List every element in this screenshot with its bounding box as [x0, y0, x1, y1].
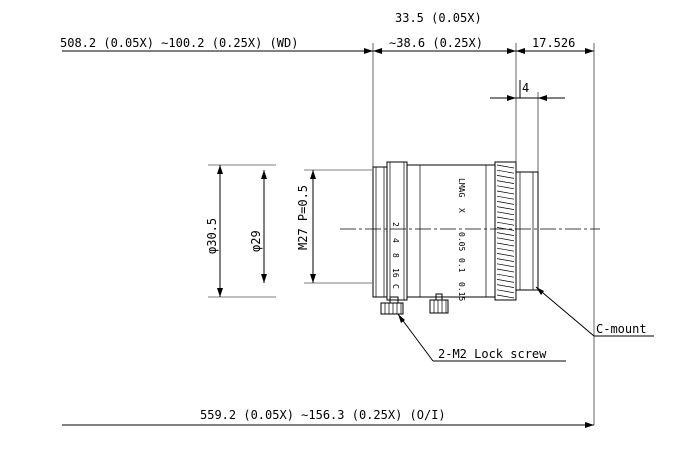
- id-label: φ29: [249, 230, 263, 252]
- magnification-scale-label: LMAG: [457, 178, 466, 197]
- knurl-line: [496, 175, 515, 179]
- knurl-line: [496, 253, 515, 257]
- knurl-line: [496, 247, 515, 252]
- c-mount-leader-arrow: [536, 287, 544, 295]
- id-arrow-top: [261, 170, 267, 179]
- lock-screw-label: 2-M2 Lock screw: [438, 347, 547, 361]
- c-mount-label: C-mount: [596, 322, 647, 336]
- knurl-line: [496, 279, 515, 283]
- magnification-scale-label: 0.05: [457, 232, 466, 251]
- knurl-line: [496, 237, 515, 242]
- c-mount-leader: [535, 286, 595, 337]
- knurl-line: [496, 190, 515, 195]
- back-focus-label: 17.526: [532, 36, 575, 50]
- knurl-line: [496, 185, 515, 190]
- lock-screw-right: [429, 293, 449, 314]
- aperture-scale-label: 16: [391, 268, 400, 278]
- wd-label: 508.2 (0.05X) ∼100.2 (0.25X) (WD): [60, 36, 298, 50]
- od-arrow-bottom: [217, 288, 223, 297]
- aperture-scale-label: 8: [391, 253, 400, 258]
- flange-arrow-right: [507, 48, 516, 54]
- knurl-line: [496, 268, 515, 273]
- knurl-line: [496, 289, 515, 294]
- back-focus-arrow-left: [516, 48, 525, 54]
- flange-bottom-label: ∼38.6 (0.25X): [389, 36, 483, 50]
- od-label: φ30.5: [205, 218, 219, 254]
- focus-ring-knurl: [496, 164, 515, 299]
- knurl-line: [496, 164, 515, 169]
- knurl-line: [496, 242, 515, 247]
- lens-body: LMAG X 0.05 0.1 0.15 2 4 8 16C: [372, 161, 539, 315]
- od-arrow-top: [217, 165, 223, 174]
- knurl-line: [496, 284, 515, 288]
- aperture-scale: 2 4 8 16C: [391, 222, 400, 289]
- knurl-line: [496, 195, 515, 200]
- knurl-line: [496, 180, 515, 184]
- knurl-line: [496, 263, 515, 268]
- knurl-line: [496, 258, 515, 262]
- flange-arrow-left: [373, 48, 382, 54]
- knurl-line: [496, 169, 515, 174]
- magnification-scale: LMAG X 0.05 0.1 0.15: [457, 178, 466, 301]
- knurl-line: [496, 294, 515, 299]
- knurl-line: [496, 201, 515, 205]
- oi-label: 559.2 (0.05X) ∼156.3 (0.25X) (O/I): [200, 408, 446, 422]
- lock-screw-leader: [397, 313, 434, 362]
- c-mount-body: [515, 171, 539, 291]
- id-arrow-bottom: [261, 274, 267, 283]
- knurl-line: [496, 206, 515, 210]
- aperture-scale-label: 4: [391, 238, 400, 243]
- thread-arrow-bottom: [310, 274, 316, 283]
- wd-arrow: [364, 48, 373, 54]
- knurl-line: [496, 211, 515, 216]
- knurl-line: [496, 216, 515, 221]
- thread-arrow-top: [310, 170, 316, 179]
- knurl-line: [496, 273, 515, 278]
- aperture-scale-label: 2: [391, 222, 400, 227]
- magnification-scale-label: 0.15: [457, 282, 466, 301]
- flange-top-label: 33.5 (0.05X): [395, 11, 482, 25]
- oi-arrow: [585, 422, 594, 428]
- lock-screw-left: [380, 296, 404, 315]
- magnification-scale-label: X: [457, 208, 466, 213]
- front-ring: [372, 166, 388, 298]
- mount-arrow-right: [538, 95, 547, 101]
- knurl-line: [496, 232, 515, 236]
- back-focus-arrow-right: [585, 48, 594, 54]
- mount-arrow-left: [507, 95, 516, 101]
- thread-label: M27 P=0.5: [296, 185, 310, 250]
- aperture-scale-label: C: [391, 284, 400, 289]
- lock-screw-leader-arrow: [398, 314, 405, 323]
- mount-length-label: 4: [522, 81, 529, 95]
- magnification-scale-label: 0.1: [457, 258, 466, 273]
- knurl-line: [496, 221, 515, 226]
